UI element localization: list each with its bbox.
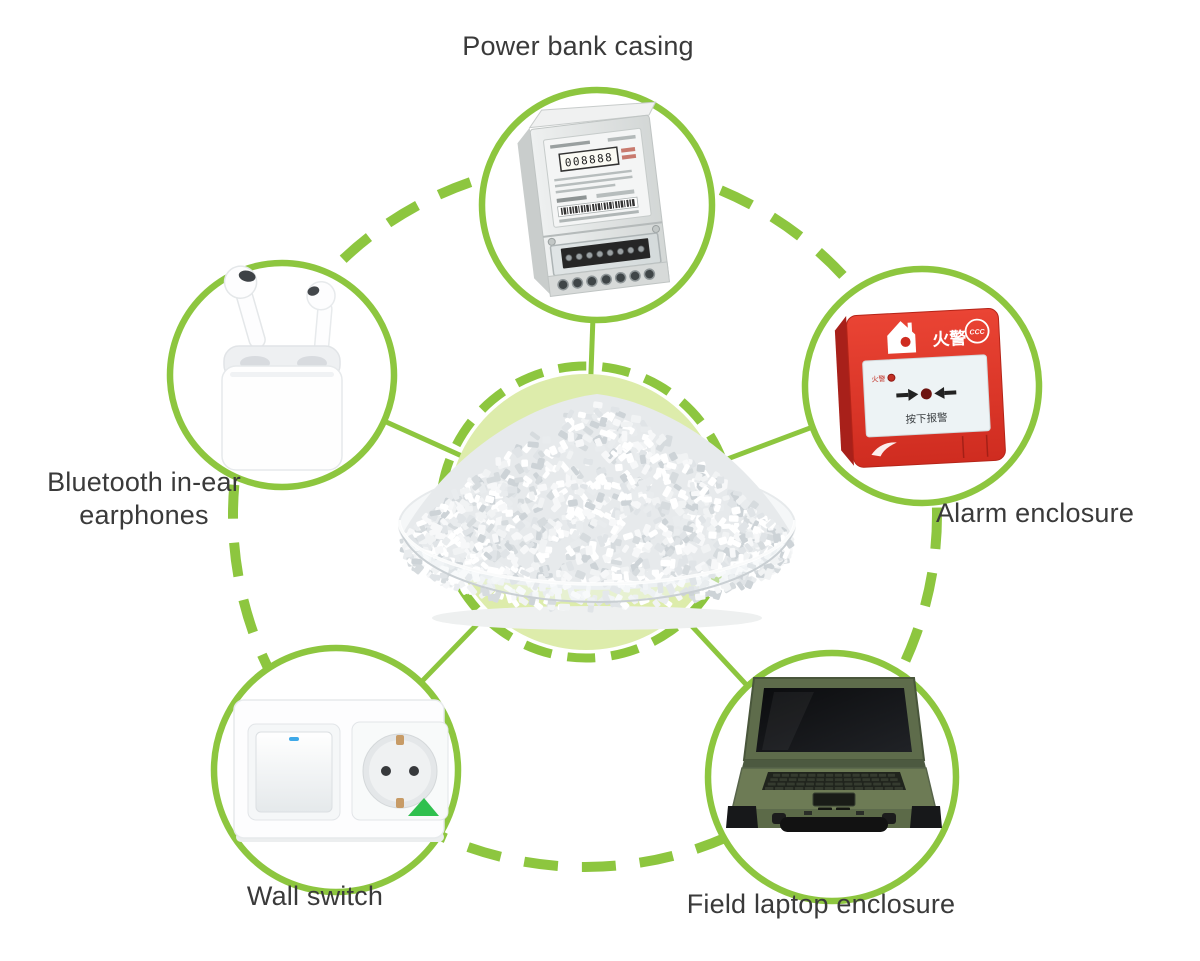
meter-display-digits: 008888 (564, 151, 614, 170)
wall-switch-image (233, 699, 449, 842)
alarm-panel-label: 火警 (871, 374, 885, 384)
switch-led-indicator (289, 737, 299, 741)
label-bluetooth-earphones: Bluetooth in-ear earphones (47, 467, 241, 530)
electric-meter-image: 008888 (517, 101, 671, 297)
alarm-title-text: 火警 (932, 328, 967, 350)
alarm-instruction-text: 按下报警 (905, 411, 948, 426)
label-wall-switch: Wall switch (246, 881, 384, 911)
ccc-mark-icon (964, 318, 990, 344)
quality-badge-icon (408, 798, 439, 816)
rugged-laptop-image (726, 677, 942, 832)
ccc-mark-text: CCC (969, 329, 985, 337)
earbuds-image (221, 265, 343, 471)
fire-alarm-image: CCC 火警 火警 按下报警 (834, 308, 1006, 468)
house-fire-icon (887, 321, 917, 354)
label-alarm-enclosure: Alarm enclosure (935, 498, 1135, 528)
label-power-bank-casing: Power bank casing (462, 31, 694, 61)
brand-swoosh-icon (871, 442, 897, 457)
plastic-pellets-image (397, 394, 797, 630)
laptop-handle (780, 817, 888, 832)
outer-dashed-ring (228, 158, 942, 872)
press-point-icon (896, 386, 957, 401)
label-field-laptop-enclosure: Field laptop enclosure (686, 889, 956, 919)
